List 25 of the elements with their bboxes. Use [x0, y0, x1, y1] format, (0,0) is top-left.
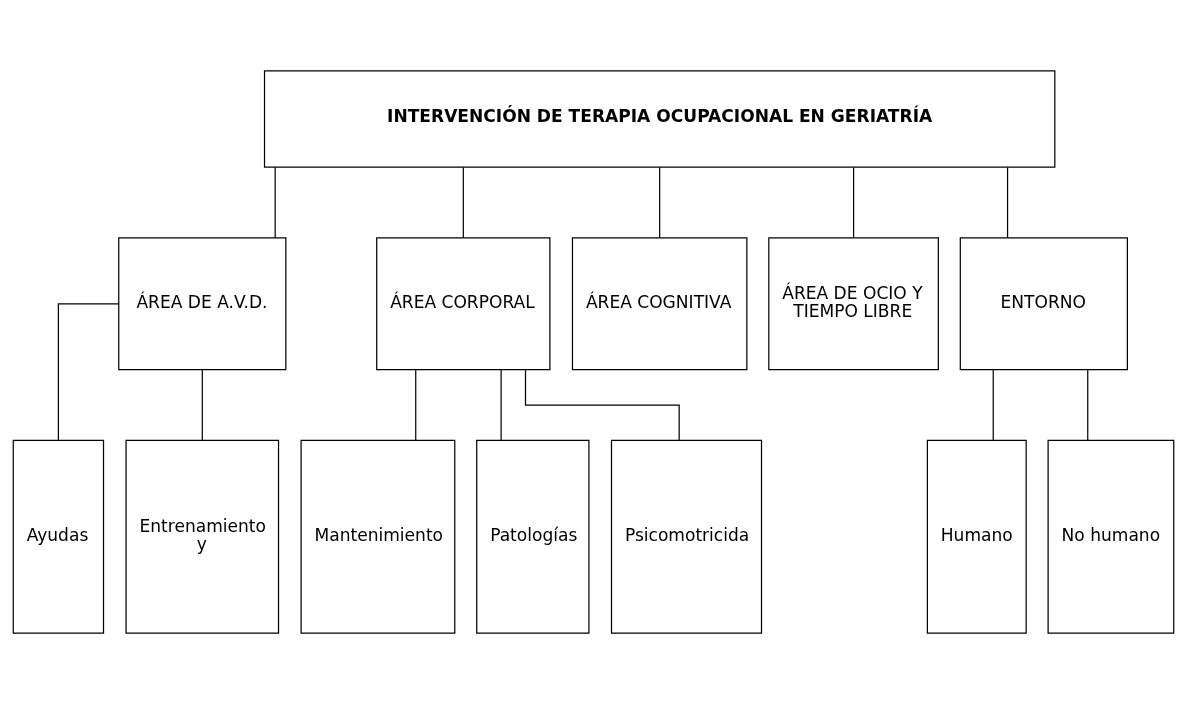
- node-box: Patologías: [476, 439, 590, 634]
- connector: [659, 167, 661, 239]
- node-box: ENTORNO: [959, 237, 1128, 371]
- connector: [992, 369, 994, 441]
- node-box: ÁREA CORPORAL: [376, 237, 551, 371]
- node-box: Humano: [926, 439, 1027, 634]
- connector: [500, 369, 502, 441]
- node-box: ÁREA DE A.V.D.: [118, 237, 287, 371]
- node-box: ÁREA COGNITIVA: [571, 237, 748, 371]
- connector: [1006, 167, 1009, 239]
- connector: [462, 167, 464, 239]
- node-box: Ayudas: [12, 439, 105, 634]
- node-box: No humano: [1047, 439, 1175, 634]
- node-box: INTERVENCIÓN DE TERAPIA OCUPACIONAL EN GERIATRÍA: [263, 70, 1056, 168]
- connector: [524, 369, 680, 441]
- connector: [201, 369, 203, 441]
- connector: [415, 369, 417, 441]
- connector: [274, 167, 276, 239]
- node-box: ÁREA DE OCIO Y TIEMPO LIBRE: [768, 237, 939, 371]
- connector: [57, 303, 120, 441]
- connector: [1087, 369, 1089, 441]
- node-box: Entrenamiento y: [125, 439, 280, 634]
- connector: [852, 167, 855, 239]
- node-box: Psicomotricida: [610, 439, 763, 634]
- node-box: Mantenimiento: [300, 439, 456, 634]
